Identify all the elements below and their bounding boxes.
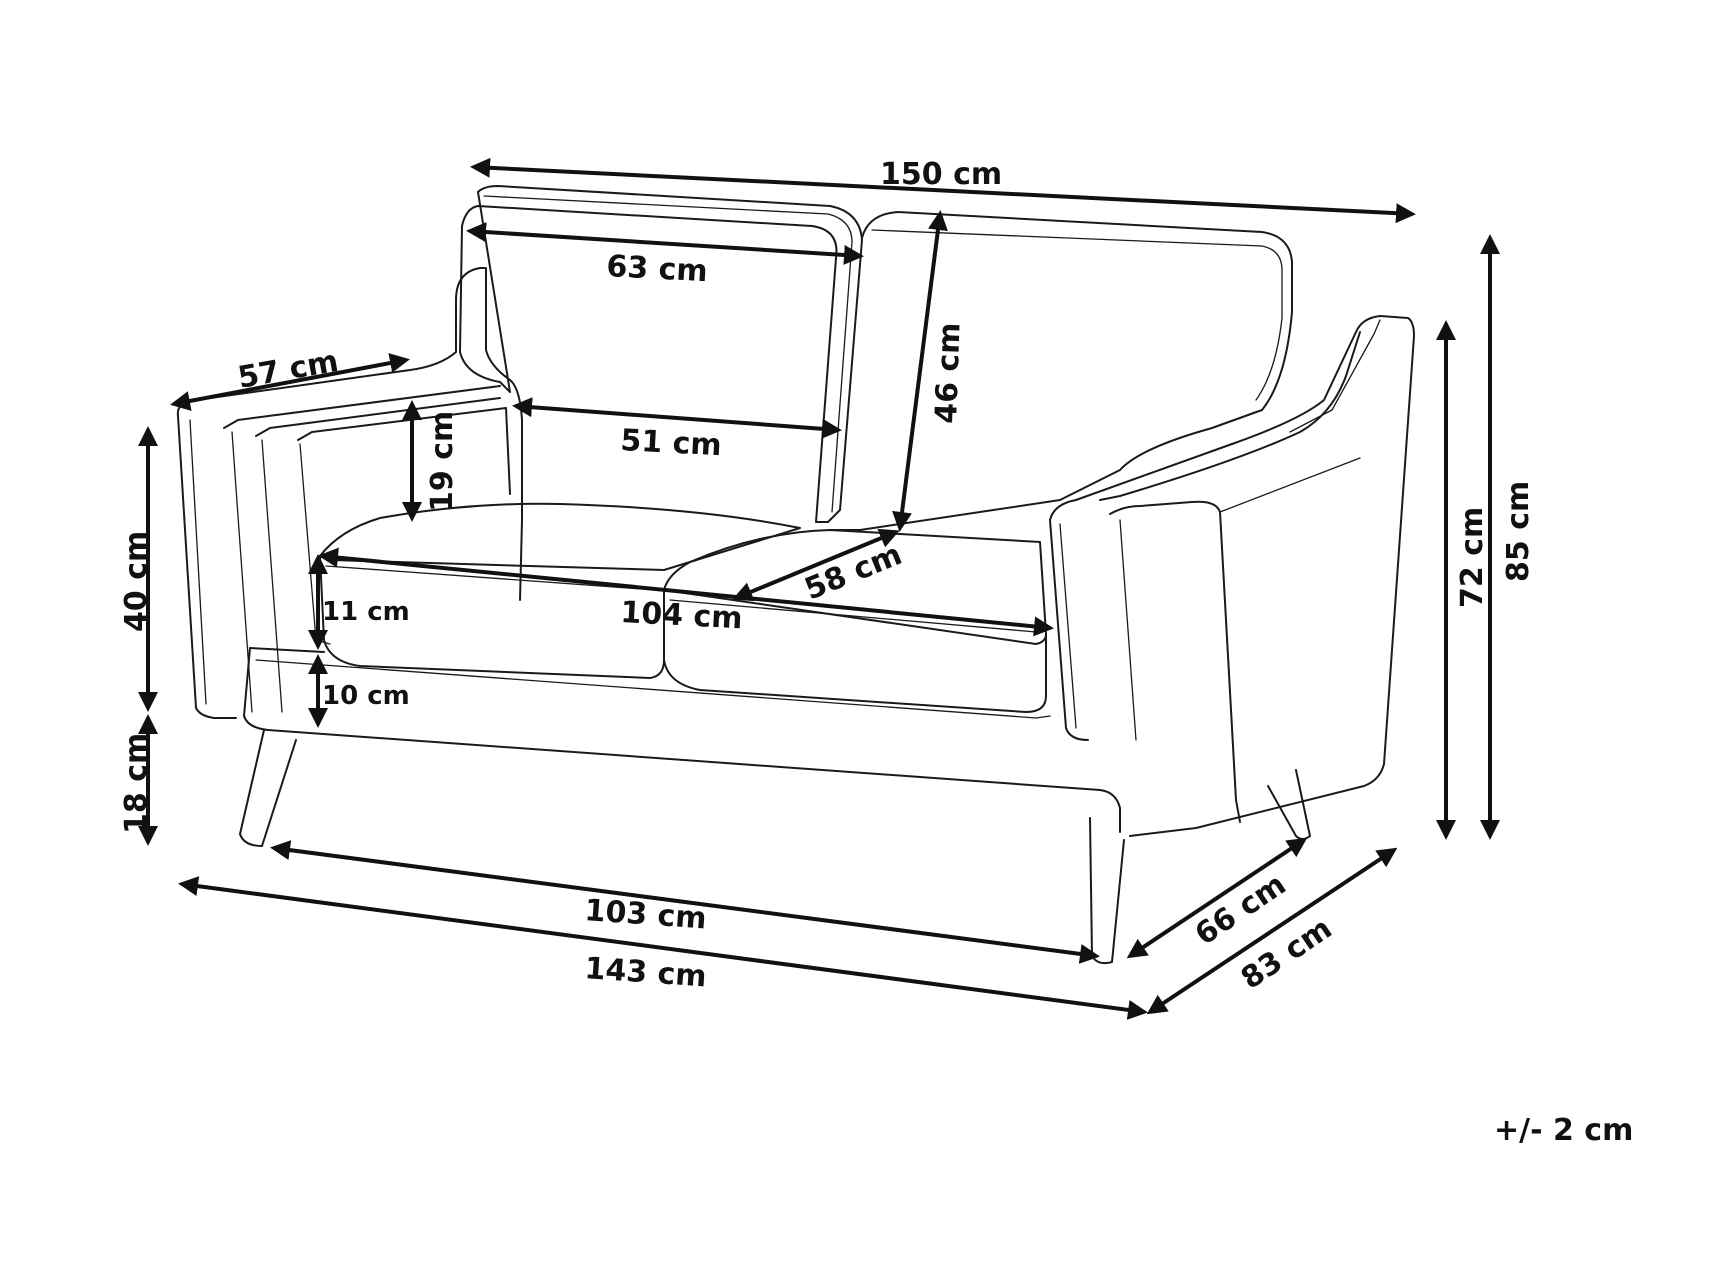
sofa-base [243, 647, 1121, 833]
label-backrest-cushion-width: 63 cm [606, 249, 709, 289]
right-armrest [1049, 315, 1415, 837]
arrow-143 [178, 876, 1148, 1020]
label-base-width: 143 cm [583, 951, 707, 994]
arrow-57 [170, 353, 410, 411]
left-armrest [176, 267, 523, 601]
left-backrest-cushion [459, 185, 863, 523]
arrow-51 [512, 397, 842, 439]
label-leg-height: 18 cm [119, 733, 154, 834]
label-overall-width: 150 cm [880, 157, 1002, 192]
label-seat-height: 40 cm [119, 531, 154, 632]
label-total-height: 85 cm [1501, 481, 1536, 582]
label-backrest-height: 46 cm [929, 322, 968, 424]
label-seat-width: 104 cm [620, 595, 744, 636]
arrow-58 [732, 528, 900, 602]
arrow-150 [470, 157, 1416, 224]
arrow-104 [318, 547, 1054, 637]
arrow-83 [1146, 847, 1398, 1015]
dimension-labels: 150 cm 63 cm 57 cm 46 cm 51 cm 19 cm 40 … [119, 157, 1633, 1148]
right-backrest-cushion [829, 211, 1293, 531]
label-inner-seat-width: 51 cm [620, 423, 723, 463]
arrow-46 [892, 210, 948, 532]
left-seat-cushion [319, 502, 801, 571]
label-seat-cushion-thickness: 11 cm [322, 597, 410, 627]
label-tolerance: +/- 2 cm [1494, 1113, 1633, 1148]
label-base-height: 10 cm [322, 681, 410, 711]
arrow-63 [466, 222, 864, 265]
leg-front-right [1089, 817, 1125, 965]
label-armrest-height-above-seat: 19 cm [425, 411, 460, 512]
label-armrest-top-height: 72 cm [1455, 507, 1490, 608]
dimension-arrows [138, 157, 1500, 1020]
leg-front-left [239, 729, 297, 847]
label-leg-span-width: 103 cm [583, 893, 707, 936]
